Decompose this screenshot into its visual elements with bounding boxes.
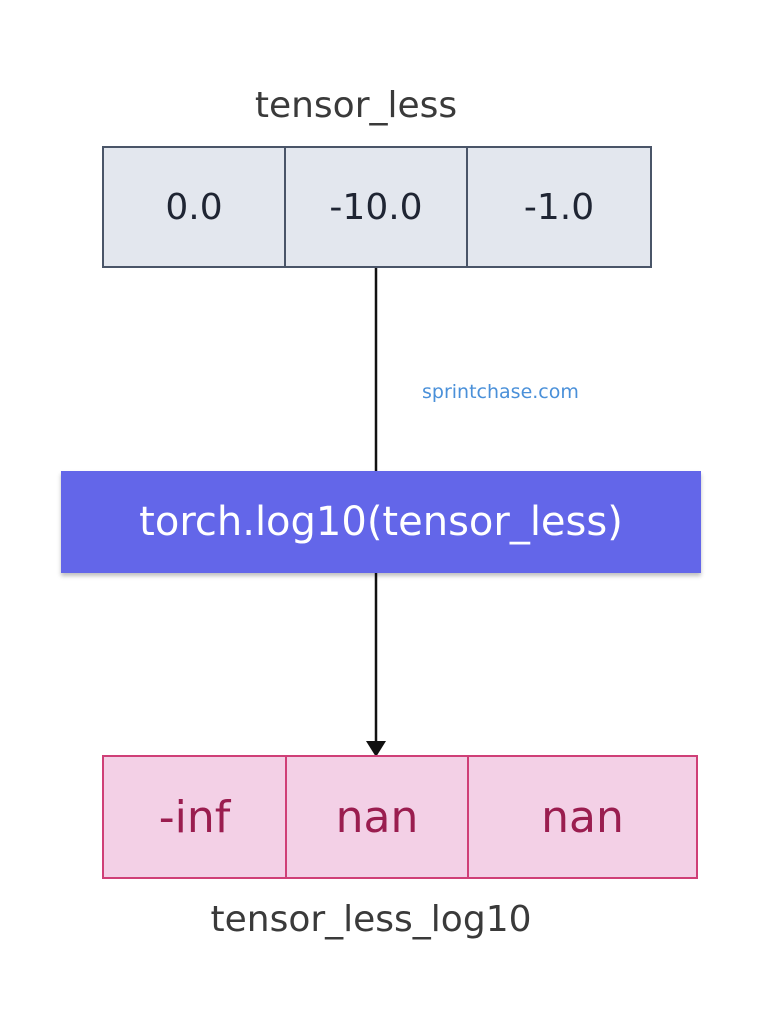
output-cell-1: nan <box>287 757 469 877</box>
output-tensor: -inf nan nan <box>102 755 698 879</box>
output-cell-0: -inf <box>104 757 287 877</box>
input-cell-1: -10.0 <box>286 148 468 266</box>
input-cell-0: 0.0 <box>104 148 286 266</box>
operation-box: torch.log10(tensor_less) <box>61 471 701 573</box>
input-cell-2: -1.0 <box>523 186 595 228</box>
output-tensor-label: tensor_less_log10 <box>210 899 532 940</box>
output-cell-2: nan <box>541 791 624 843</box>
watermark-text: sprintchase.com <box>422 381 579 403</box>
input-tensor: 0.0 -10.0 -1.0 <box>102 146 652 268</box>
input-tensor-label: tensor_less <box>254 85 458 126</box>
